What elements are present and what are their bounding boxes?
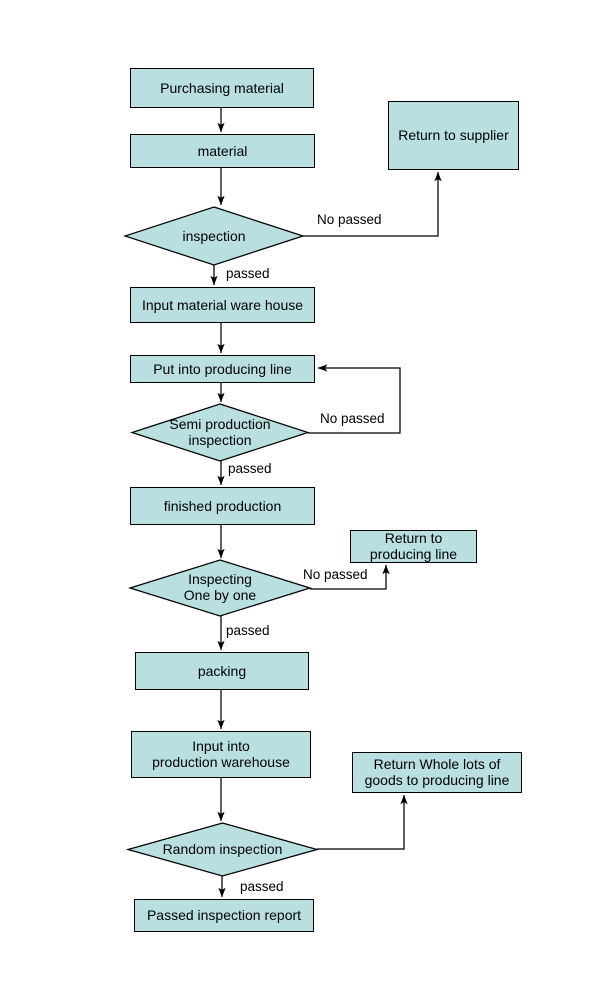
- node-label-line2: production warehouse: [152, 753, 290, 770]
- node-label-line2: producing line: [369, 545, 458, 562]
- node-label: Purchasing material: [160, 79, 284, 96]
- node-label: Input material ware house: [141, 296, 304, 313]
- node-label-line1: Semi production: [169, 415, 271, 432]
- node-label: Random inspection: [162, 841, 283, 858]
- node-input-into-production-warehouse[interactable]: Input into production warehouse: [131, 731, 311, 778]
- node-label-line1: Return to: [384, 529, 443, 546]
- node-inspecting-one-by-one[interactable]: Inspecting One by one: [127, 559, 313, 617]
- node-random-inspection[interactable]: Random inspection: [125, 822, 320, 877]
- node-purchasing-material[interactable]: Purchasing material: [130, 68, 314, 108]
- node-label-line2: inspection: [188, 431, 252, 448]
- node-label: Put into producing line: [153, 360, 292, 377]
- node-label: inspection: [182, 227, 246, 244]
- edge-label-passed-1: passed: [226, 266, 270, 281]
- node-label: Return to supplier: [398, 127, 509, 144]
- node-return-to-producing-line[interactable]: Return to producing line: [350, 530, 477, 563]
- diamond-shape: [125, 822, 320, 877]
- node-label-line1: Input into: [192, 737, 250, 754]
- node-input-material-ware-house[interactable]: Input material ware house: [130, 287, 315, 323]
- node-label-group: Inspecting One by one: [184, 572, 256, 603]
- node-label-line1: Inspecting: [188, 571, 252, 588]
- node-return-whole-lots-of-goods[interactable]: Return Whole lots of goods to producing …: [352, 752, 522, 793]
- node-label-line2: One by one: [183, 587, 257, 603]
- node-label: material: [197, 142, 248, 159]
- node-label: Passed inspection report: [146, 907, 302, 924]
- node-put-into-producing-line[interactable]: Put into producing line: [130, 355, 315, 383]
- edge-random-no-passed: [317, 794, 408, 850]
- edge-label-no-passed-3: No passed: [303, 567, 368, 582]
- edge-label-passed-4: passed: [240, 879, 284, 894]
- edge-label-passed-3: passed: [226, 623, 270, 638]
- node-packing[interactable]: packing: [135, 652, 309, 690]
- diamond-shape: [127, 559, 313, 617]
- node-label: finished production: [163, 497, 282, 514]
- node-finished-production[interactable]: finished production: [130, 487, 315, 525]
- edge-label-passed-2: passed: [228, 461, 272, 476]
- edge-label-no-passed-1: No passed: [317, 212, 382, 227]
- node-label-group: Semi production inspection: [169, 415, 271, 448]
- diamond-shape: [129, 403, 311, 462]
- diamond-shape: [122, 206, 306, 266]
- node-material[interactable]: material: [130, 134, 315, 168]
- edge-label-no-passed-2: No passed: [320, 411, 385, 426]
- node-inspection[interactable]: inspection: [122, 206, 306, 266]
- node-label-line1: Return Whole lots of: [373, 755, 501, 772]
- node-semi-production-inspection[interactable]: Semi production inspection: [129, 403, 311, 462]
- node-label: packing: [197, 662, 247, 679]
- node-label-line2: goods to producing line: [364, 771, 510, 788]
- node-return-to-supplier[interactable]: Return to supplier: [388, 101, 519, 170]
- node-passed-inspection-report[interactable]: Passed inspection report: [134, 899, 314, 932]
